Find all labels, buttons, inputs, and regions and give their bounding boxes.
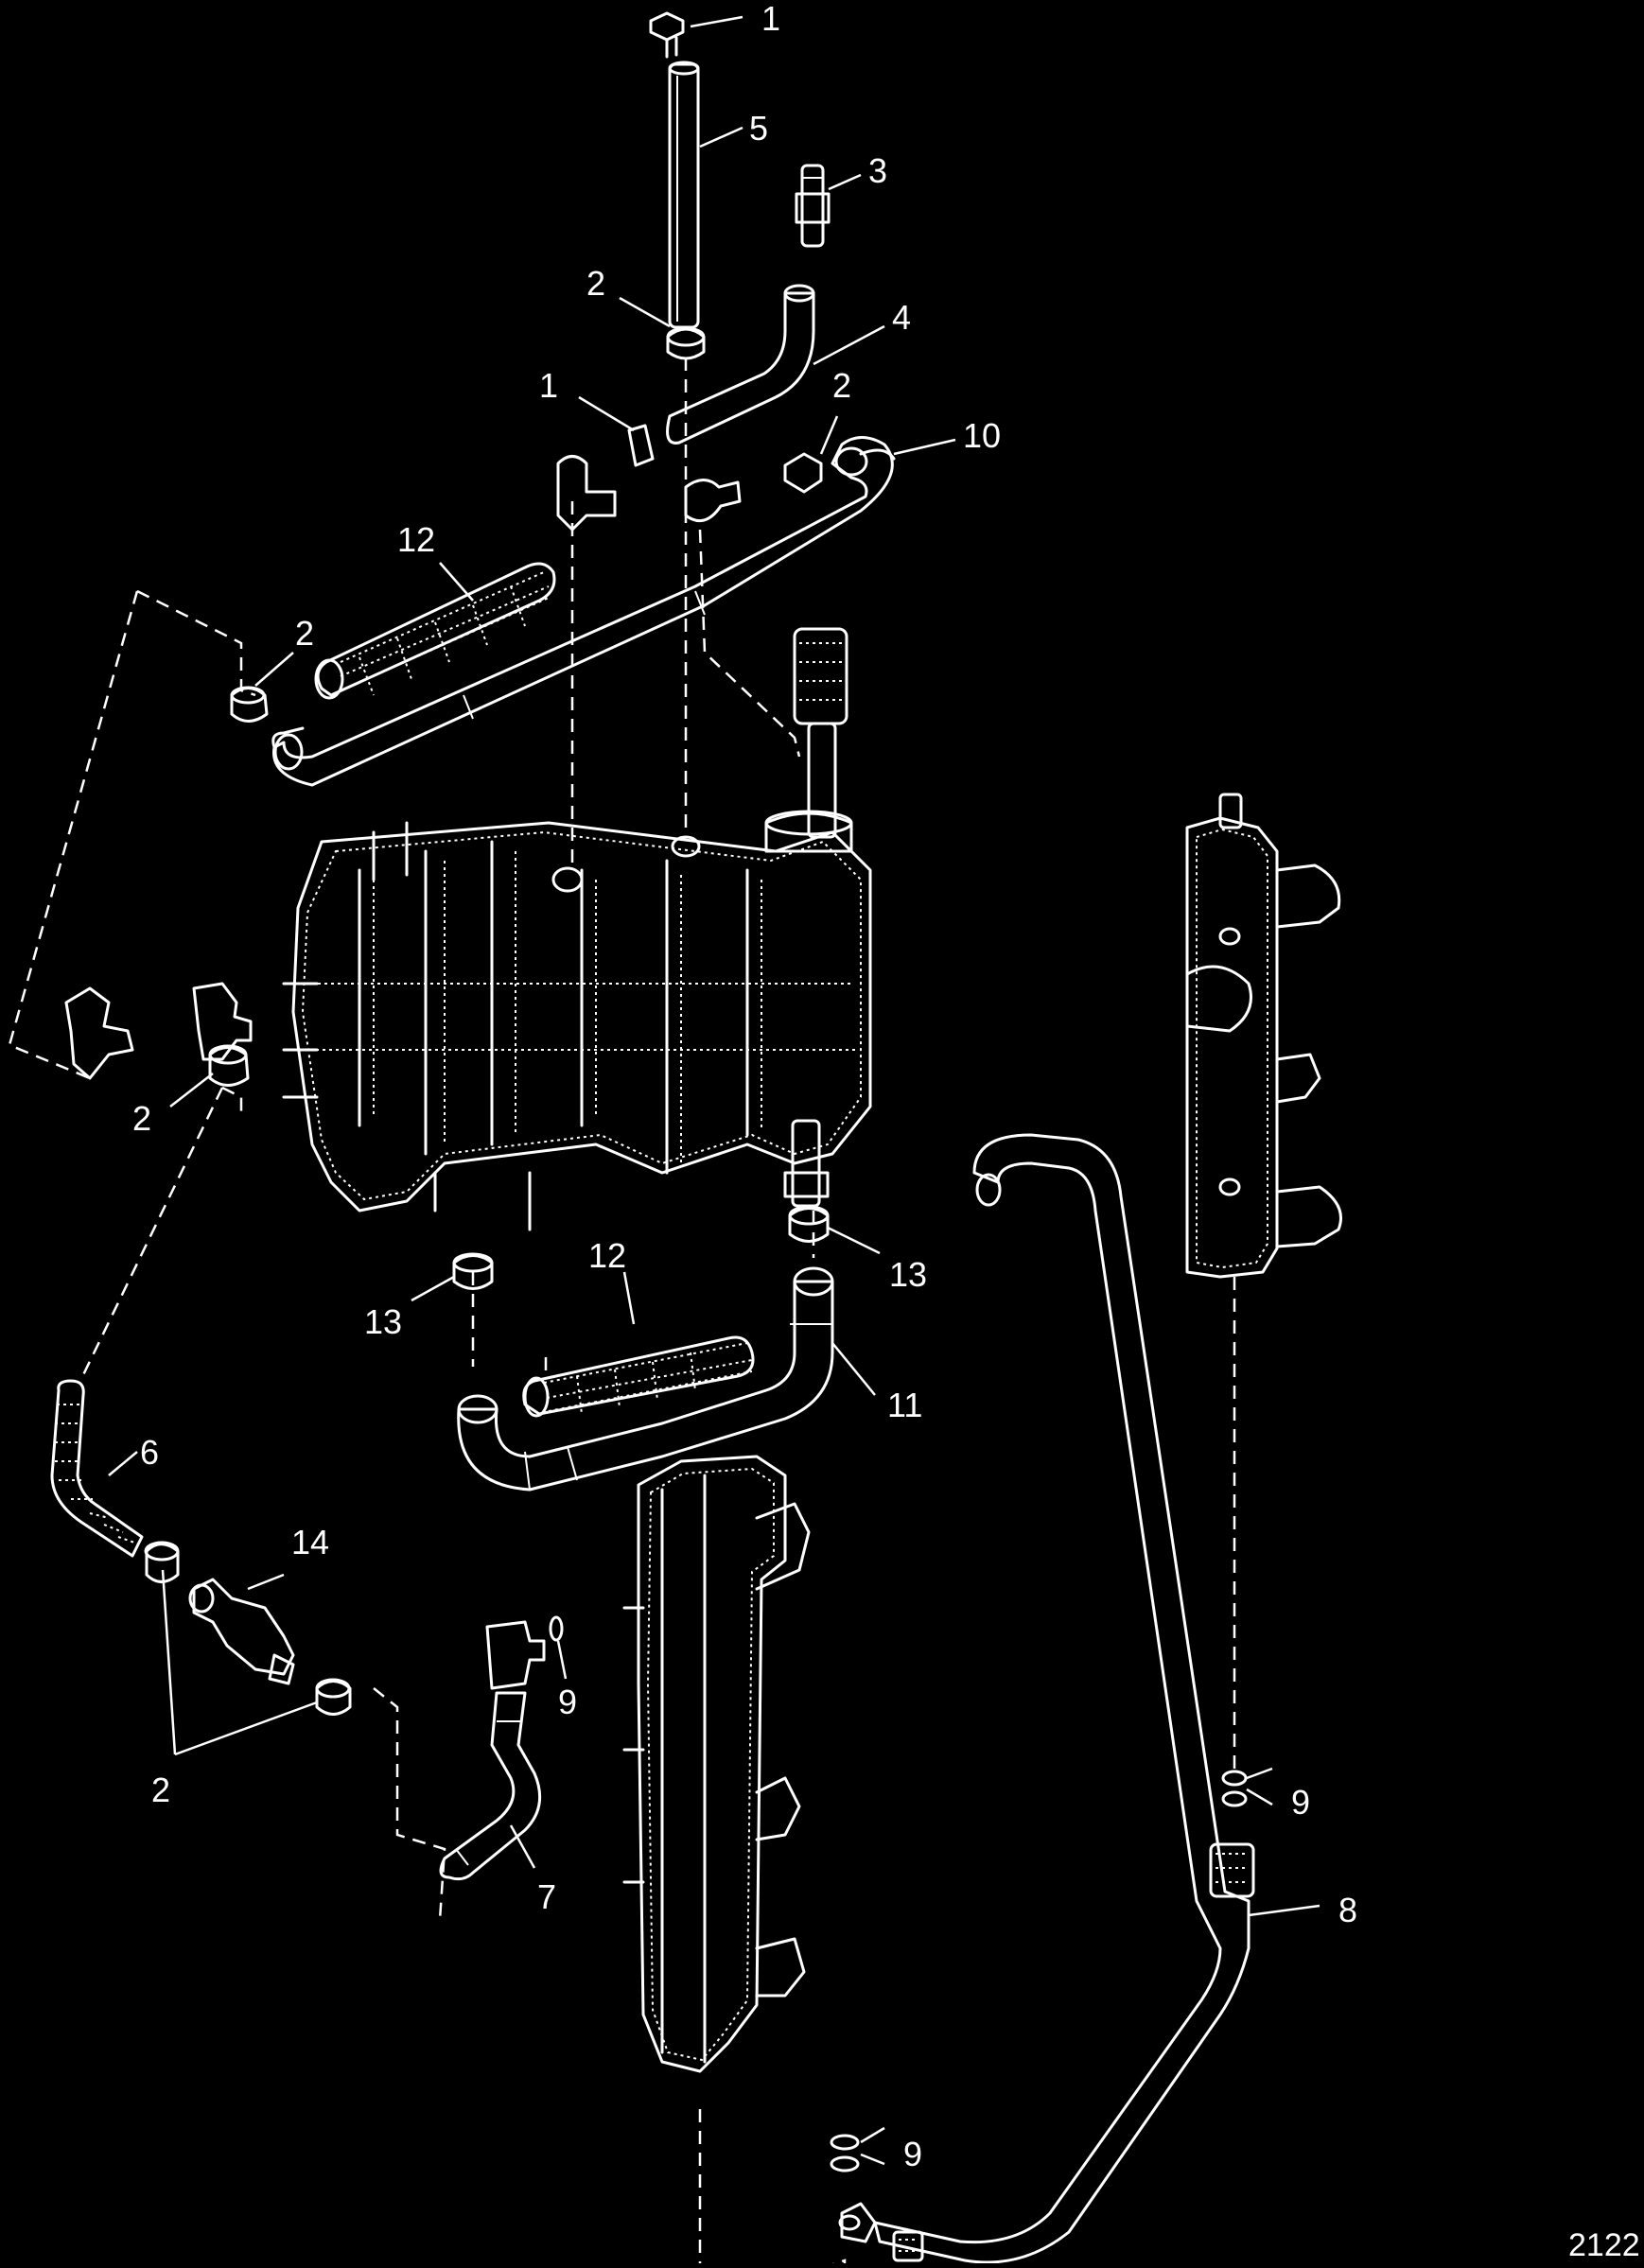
part-2-clamp-right <box>783 452 823 494</box>
figure-number: 2122 <box>1568 2227 1640 2263</box>
callout-4: 4 <box>892 298 911 337</box>
callout-2-right: 2 <box>832 366 851 405</box>
callout-2-left: 2 <box>295 614 314 653</box>
callout-6: 6 <box>140 1433 159 1472</box>
fuel-rail-upper-right <box>1185 793 1342 1279</box>
part-2-clamp-left <box>230 686 269 723</box>
module-outlet-fitting <box>783 1119 830 1208</box>
part-8-return-tube <box>838 1133 1255 2264</box>
callout-9-bottom: 9 <box>903 2135 922 2173</box>
callout-7: 7 <box>537 1877 556 1916</box>
part-13-clamp-right <box>788 1205 830 1243</box>
callout-2-top: 2 <box>586 264 605 303</box>
callout-11: 11 <box>887 1386 922 1424</box>
part-14-inline-filter <box>188 1578 295 1685</box>
part-12-mesh-sleeve-upper <box>314 562 556 700</box>
callout-1-second: 1 <box>539 366 558 405</box>
part-6-corrugated-hose <box>50 1379 144 1558</box>
callout-8: 8 <box>1338 1891 1357 1929</box>
part-3-fitting <box>795 164 831 248</box>
part-11-u-hose <box>457 1266 834 1492</box>
callout-13-left: 13 <box>364 1302 402 1341</box>
part-7-curved-hose <box>439 1620 546 1881</box>
callout-9-left: 9 <box>558 1683 577 1721</box>
callout-12-lower: 12 <box>588 1236 626 1275</box>
fuel-module-assembly <box>282 810 872 1231</box>
callout-10: 10 <box>963 416 1001 455</box>
callout-12-upper: 12 <box>397 520 435 559</box>
callout-13-right: 13 <box>889 1255 927 1294</box>
part-2-clamp-by-14 <box>315 1678 352 1716</box>
part-9-oring-left <box>549 1615 564 1642</box>
part-12-mesh-sleeve-lower <box>522 1335 755 1418</box>
part-2-clamp-by-6 <box>144 1541 180 1583</box>
left-elbow-fittings <box>64 982 253 1080</box>
callout-2-left-mid: 2 <box>132 1099 151 1138</box>
part-13-clamp-left <box>452 1252 494 1290</box>
leader-lines <box>108 15 1320 2166</box>
callout-3: 3 <box>868 151 887 190</box>
callout-9-right: 9 <box>1291 1783 1310 1822</box>
assembly-lines <box>8 358 1236 2268</box>
part-10-long-hose <box>271 436 896 787</box>
part-1-elbow-connector <box>556 424 742 532</box>
part-5-vertical-tube <box>668 61 700 329</box>
part-1-top-fitting <box>649 11 685 59</box>
callout-5: 5 <box>749 109 768 148</box>
fuel-pump-stem <box>793 627 848 839</box>
fuel-rail-lower <box>622 1455 811 2073</box>
callout-1-top: 1 <box>761 0 780 38</box>
callout-2-bottom: 2 <box>151 1771 170 1809</box>
part-9-oring-bottom <box>830 2134 860 2172</box>
part-2-clamp-top <box>666 326 706 360</box>
part-4-elbow-hose <box>666 284 815 445</box>
part-9-oring-right <box>1221 1770 1248 1807</box>
part-2-clamp-left-mid <box>208 1044 250 1087</box>
callout-labels: 1 5 3 2 4 1 2 10 12 2 2 12 13 13 11 6 14… <box>132 0 1640 2263</box>
callout-14: 14 <box>291 1523 329 1561</box>
